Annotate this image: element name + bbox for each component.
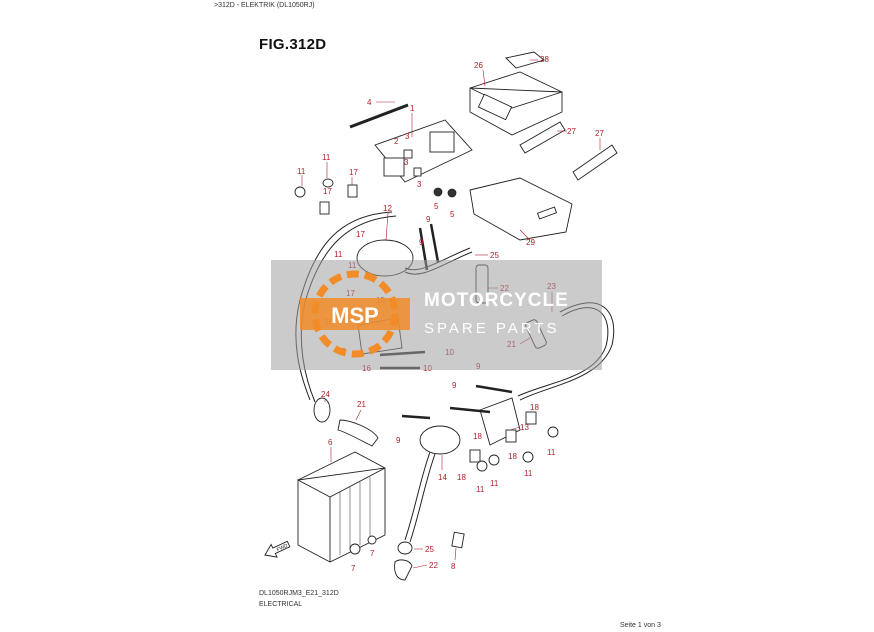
callout: 26 [474,61,483,70]
callout: 6 [328,438,333,447]
callout: 25 [490,251,499,260]
page-indicator: Seite 1 von 3 [620,622,661,629]
collar-17b [319,201,330,215]
pad-27b [572,144,618,181]
callout: 8 [451,562,456,571]
ecu-unit [469,51,563,136]
callout: 7 [351,564,356,573]
callout: 5 [450,210,455,219]
callout: 9 [396,436,401,445]
callout: 9 [426,215,431,224]
callout: 27 [595,129,604,138]
strip-4 [349,103,409,129]
cap-24 [313,397,331,423]
watermark-line1: MOTORCYCLE [424,290,569,311]
callout: 11 [524,469,533,478]
callout: 27 [567,127,576,136]
nut-11a [294,186,306,198]
callout: 9 [452,381,457,390]
pad-27a [519,121,566,154]
callout: 28 [540,55,549,64]
callout: 5 [434,202,439,211]
callout: 11 [297,167,306,176]
watermark-logo-text: MSP [331,303,379,328]
callout: 25 [425,545,434,554]
model-code: DL1050RJM3_E21_312D [259,590,339,597]
watermark-line2: SPARE PARTS [424,320,560,337]
figure-title: FIG.312D [259,36,327,53]
callout: 14 [438,473,447,482]
callout: 4 [367,98,372,107]
callout: 21 [357,400,366,409]
callout: 18 [473,432,482,441]
callout: 22 [429,561,438,570]
callout: 1 [410,104,415,113]
callout: 12 [383,204,392,213]
callout: 11 [547,448,556,457]
callout: 17 [349,168,358,177]
callout: 9 [419,238,424,247]
figure-description: ELECTRICAL [259,601,303,608]
relay-box [374,119,473,183]
callout: 3 [417,180,422,189]
callout: 17 [356,230,365,239]
callout: 18 [457,473,466,482]
callout: 2 [394,137,399,146]
callout: 13 [520,423,529,432]
plate-29 [469,177,573,241]
callout: 18 [530,403,539,412]
callout: 24 [321,390,330,399]
callout: 3 [404,158,409,167]
fwd-label: FWD [276,543,289,553]
watermark-logo-icon: MSP [300,270,410,358]
breadcrumb: >312D - ELEKTRIK (DL1050RJ) [214,2,315,9]
callout: 11 [322,153,331,162]
callout: 17 [323,187,332,196]
fwd-arrow: FWD [264,540,291,558]
callout: 11 [490,479,499,488]
regulator-6 [296,451,386,563]
callout: 18 [508,452,517,461]
callout: 7 [370,549,375,558]
callout: 11 [334,250,343,259]
callout: 29 [526,238,535,247]
callout: 11 [476,485,485,494]
collar-17a [347,184,358,198]
callout: 3 [405,132,410,141]
